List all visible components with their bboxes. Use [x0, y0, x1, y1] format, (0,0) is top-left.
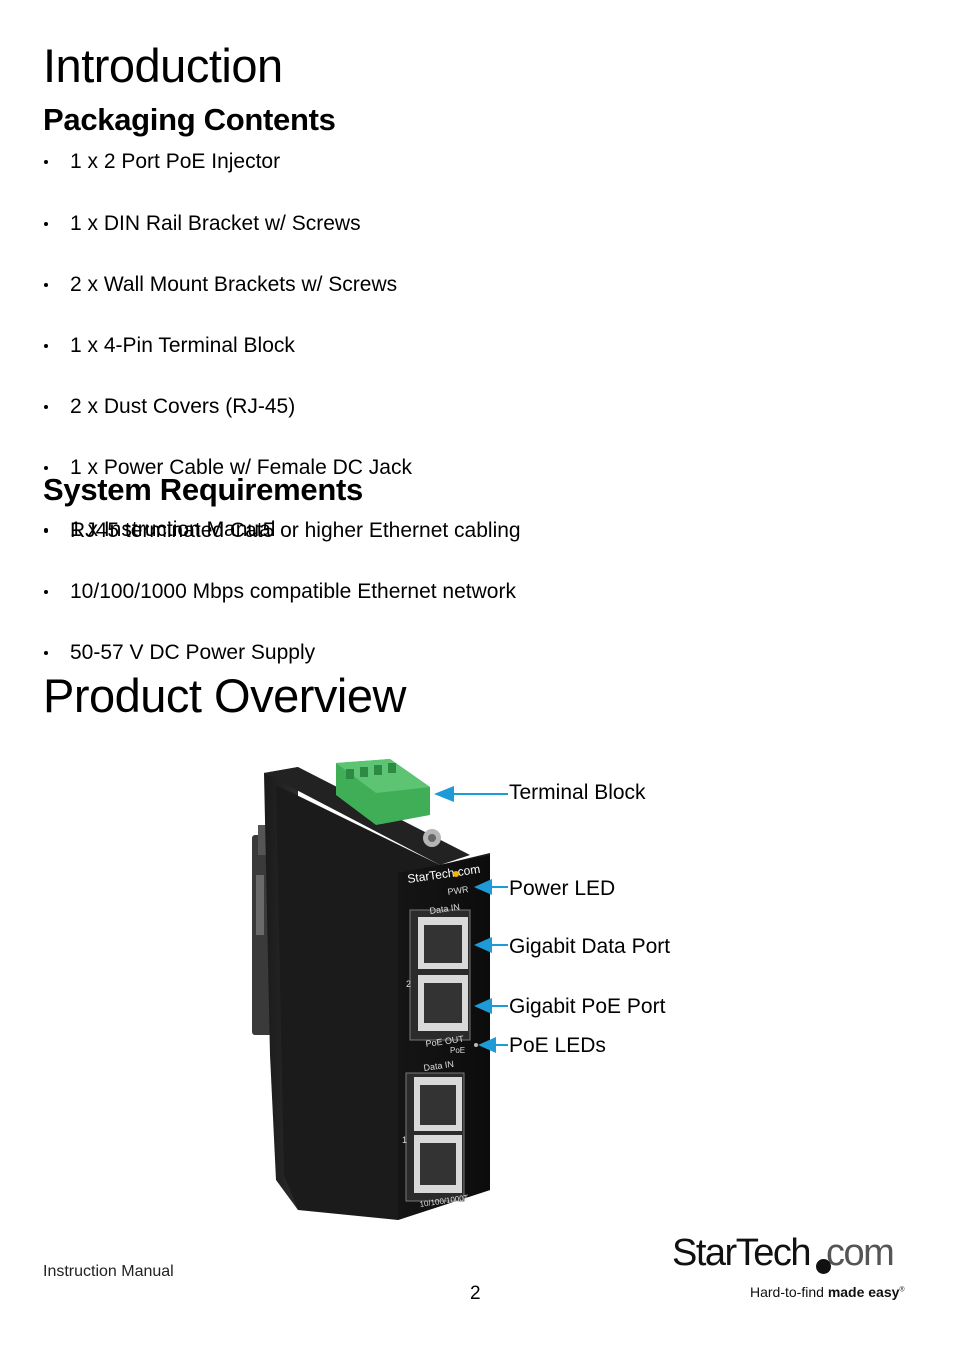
power-led — [453, 871, 459, 877]
logo-com-text: com — [825, 1232, 895, 1274]
poe-led — [474, 1043, 478, 1047]
port-1-label: 1 — [402, 1135, 407, 1145]
callout-power-led: Power LED — [509, 877, 616, 900]
list-item: RJ45 terminated Cat5 or higher Ethernet … — [43, 520, 521, 541]
callout-terminal-block: Terminal Block — [509, 781, 646, 804]
page-title-introduction: Introduction — [43, 39, 283, 92]
list-item: 10/100/1000 Mbps compatible Ethernet net… — [43, 581, 521, 602]
port-group-1: Data IN 1 10/100/1000T — [402, 1059, 469, 1209]
page-number: 2 — [470, 1283, 481, 1304]
page-title-product-overview: Product Overview — [43, 669, 406, 722]
arrow-power-led — [474, 879, 508, 895]
data-in-label: Data IN — [429, 902, 461, 916]
list-item: 1 x 4-Pin Terminal Block — [43, 335, 412, 356]
list-item: 1 x 2 Port PoE Injector — [43, 151, 412, 172]
arrow-terminal-block — [434, 786, 508, 802]
logo-tagline: Hard-to-find made easy® — [750, 1284, 905, 1300]
callout-arrows — [434, 786, 508, 1053]
list-item: 2 x Wall Mount Brackets w/ Screws — [43, 274, 412, 295]
terminal-block — [336, 759, 430, 825]
callout-poe-port: Gigabit PoE Port — [509, 995, 666, 1018]
arrow-poe-port — [474, 998, 508, 1014]
poe-led-label: PoE — [450, 1046, 465, 1055]
section-title-requirements: System Requirements — [43, 472, 363, 507]
list-item: 1 x DIN Rail Bracket w/ Screws — [43, 213, 412, 234]
port-2-label: 2 — [406, 979, 411, 989]
data-in-label-1: Data IN — [423, 1059, 455, 1073]
startech-logo: StarTech com Hard-to-find made easy® — [670, 1234, 910, 1304]
logo-dot-icon — [816, 1259, 831, 1274]
footer-doc-type: Instruction Manual — [43, 1263, 174, 1280]
logo-main-text: StarTech — [672, 1232, 811, 1274]
requirements-list: RJ45 terminated Cat5 or higher Ethernet … — [43, 520, 521, 663]
list-item: 1 x Power Cable w/ Female DC Jack — [43, 457, 412, 478]
packaging-list: 1 x 2 Port PoE Injector 1 x DIN Rail Bra… — [43, 151, 412, 540]
list-item: 50-57 V DC Power Supply — [43, 642, 521, 663]
pwr-label: PWR — [447, 884, 470, 897]
callout-data-port: Gigabit Data Port — [509, 935, 671, 958]
arrow-poe-leds — [478, 1037, 508, 1053]
list-item: 2 x Dust Covers (RJ-45) — [43, 396, 412, 417]
callout-poe-leds: PoE LEDs — [509, 1034, 606, 1057]
port-group-2: Data IN 2 PoE OUT — [406, 902, 471, 1049]
poe-injector-image: StarTech.com PWR Data IN 2 PoE OUT PoE D… — [252, 759, 490, 1220]
arrow-data-port — [474, 937, 508, 953]
section-title-packaging: Packaging Contents — [43, 102, 336, 137]
